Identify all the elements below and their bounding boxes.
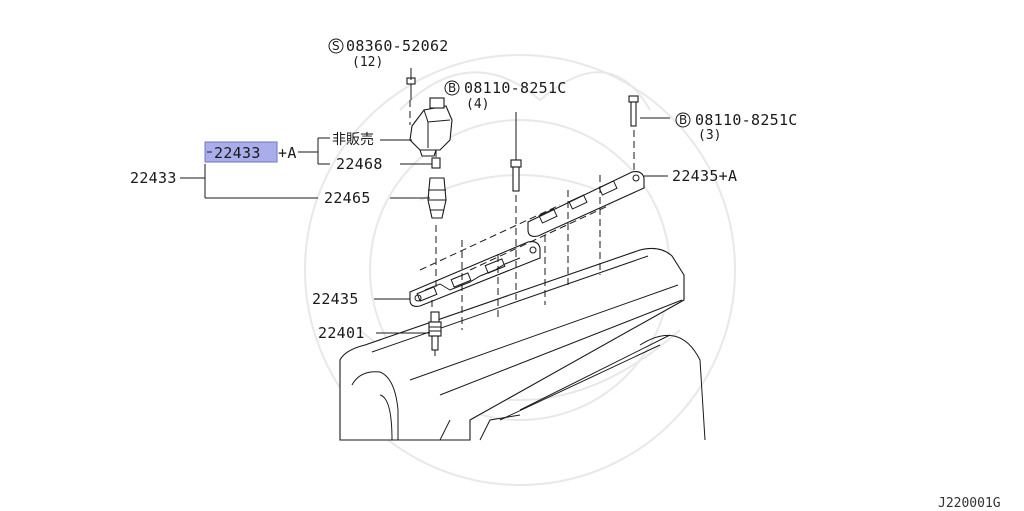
part-highlight-box[interactable] bbox=[204, 141, 278, 163]
plus-a-label: +A bbox=[278, 144, 297, 162]
bolt-symbol-b-right: B bbox=[679, 113, 687, 127]
bolt-qty-b-middle: (4) bbox=[466, 97, 489, 112]
bolt-code-s: 08360-52062 bbox=[346, 37, 449, 55]
bolt-icon bbox=[510, 159, 522, 192]
bolt-icon bbox=[628, 95, 639, 127]
alignment-guides bbox=[409, 100, 635, 330]
spacer-icon bbox=[431, 157, 441, 169]
bolt-symbol-s: S bbox=[332, 39, 340, 53]
bolt-callout-b-right: B 08110-8251C (3) bbox=[675, 111, 798, 143]
leader-lines bbox=[180, 68, 670, 334]
bolt-qty-s: (12) bbox=[352, 55, 383, 70]
part-number-spacer[interactable]: 22468 bbox=[336, 155, 383, 173]
bolt-callout-b-middle: B 08110-8251C (4) bbox=[444, 79, 567, 112]
part-number-boot[interactable]: 22465 bbox=[324, 189, 371, 207]
bolt-code-b-middle: 08110-8251C bbox=[464, 79, 567, 97]
part-number-spark-plug[interactable]: 22401 bbox=[318, 324, 365, 342]
bolt-callout-s: S 08360-52062 (12) bbox=[328, 37, 449, 70]
coil-cover-right-icon bbox=[527, 171, 645, 237]
part-number-cover[interactable]: 22435 bbox=[312, 290, 359, 308]
not-sold-label: 非販売 bbox=[332, 132, 374, 148]
bolt-code-b-right: 08110-8251C bbox=[695, 111, 798, 129]
part-number-highlighted[interactable]: 22433 bbox=[214, 144, 261, 162]
spark-plug-icon bbox=[428, 311, 442, 356]
ignition-boot-icon bbox=[427, 177, 447, 219]
ignition-coil-icon bbox=[409, 97, 453, 157]
engine-head-icon bbox=[339, 247, 706, 441]
coil-cover-left-icon bbox=[409, 241, 541, 307]
part-number-assembly[interactable]: 22433 bbox=[130, 169, 177, 187]
bolt-symbol-b: B bbox=[448, 81, 456, 95]
bolt-qty-b-right: (3) bbox=[698, 128, 721, 143]
part-number-cover-top[interactable]: 22435+A bbox=[672, 167, 737, 185]
diagram-code: J220001G bbox=[938, 496, 1001, 511]
